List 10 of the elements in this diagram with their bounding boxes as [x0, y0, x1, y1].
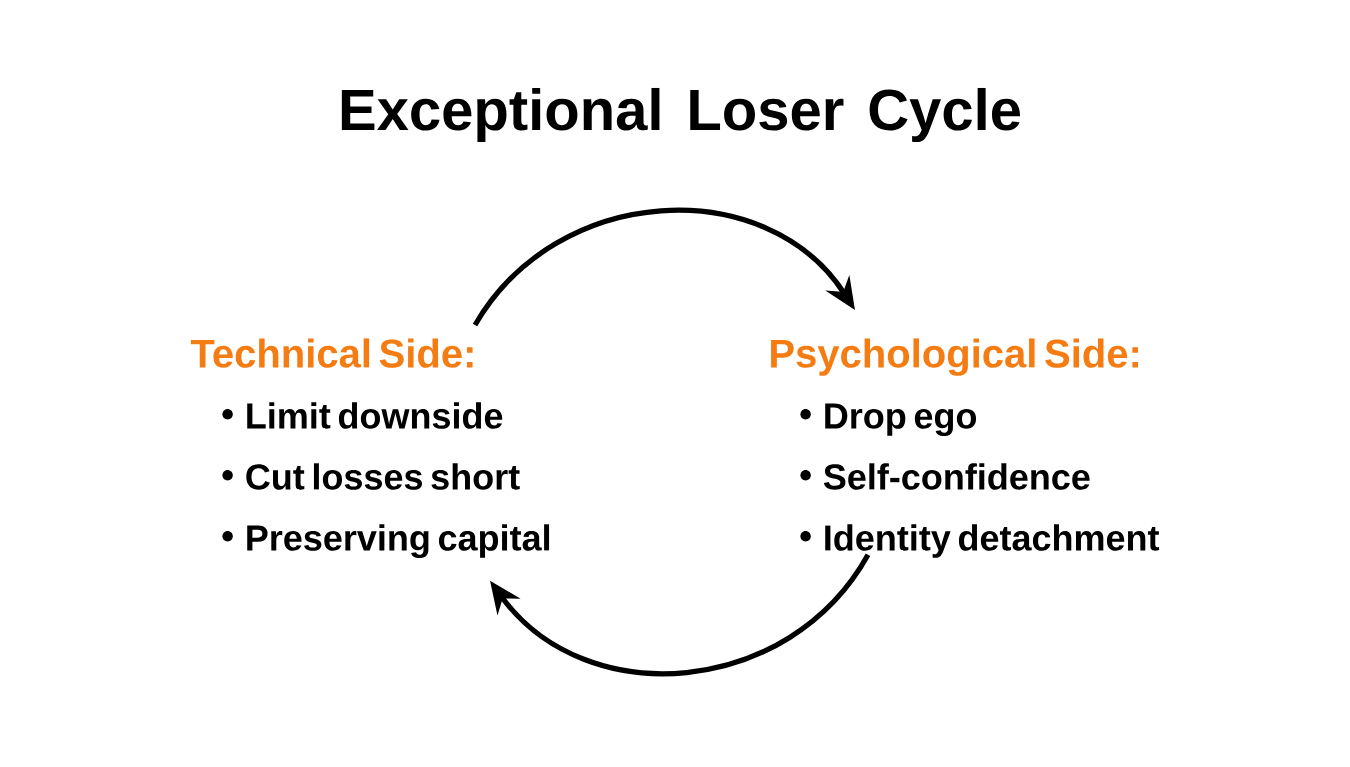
list-item: Self-confidence — [823, 463, 1090, 490]
list-item: Identity detachment — [825, 524, 1160, 558]
heading: Technical Side: — [190, 338, 473, 368]
title: Exceptional Loser Cycle — [341, 87, 1020, 143]
curved-arrow — [472, 208, 855, 327]
heading: Psychological Side: — [771, 338, 1138, 376]
list-item: Limit downside — [247, 402, 503, 429]
list-item: Cut losses short — [246, 463, 520, 490]
list-item: Drop ego — [825, 403, 977, 436]
list-item: Preserving capital — [247, 524, 550, 558]
